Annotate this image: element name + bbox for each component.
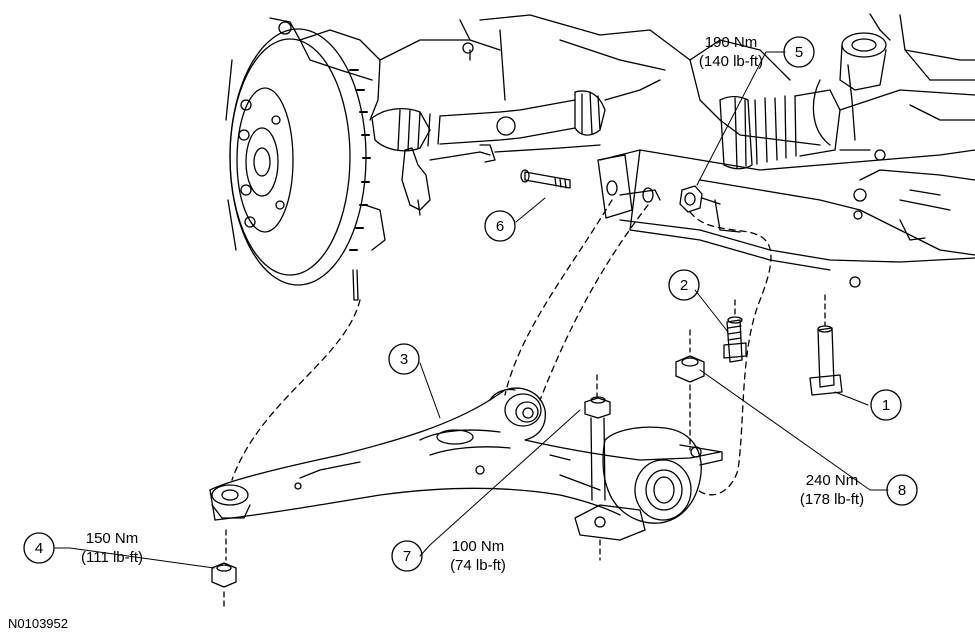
callout-4-number: 4: [35, 540, 43, 557]
nut-4: [211, 529, 237, 611]
callout-7-number: 7: [403, 548, 411, 565]
alignment-lines: [231, 199, 772, 496]
rear-bushing: [574, 426, 723, 561]
callout-circles: [23, 36, 918, 572]
labels: 1 2 3 4 5 6 7 8 190 Nm (140 lb-ft) 150 N…: [8, 34, 906, 631]
figure-code: N0103952: [8, 616, 68, 631]
torque-8-lbft: (178 lb-ft): [800, 491, 864, 508]
torque-5-nm: 190 Nm: [705, 34, 758, 51]
callout-3-number: 3: [400, 351, 408, 368]
bolt-2: [723, 299, 747, 363]
leader-lines: [54, 51, 889, 569]
callout-8-number: 8: [898, 482, 906, 499]
nut-5: [679, 185, 721, 213]
torque-7-nm: 100 Nm: [452, 538, 505, 555]
torque-7-lbft: (74 lb-ft): [450, 557, 506, 574]
bolt-7: [584, 374, 611, 501]
callout-6-number: 6: [496, 218, 504, 235]
knuckle-upper: [269, 17, 501, 121]
bolt-6: [520, 169, 571, 189]
bolt-1: [809, 294, 843, 396]
torque-4-nm: 150 Nm: [86, 530, 139, 547]
callout-2-number: 2: [680, 277, 688, 294]
torque-4-lbft: (111 lb-ft): [81, 549, 143, 566]
lower-control-arm: [209, 387, 721, 521]
brake-rotor: [225, 28, 386, 301]
subframe: [599, 149, 975, 288]
crossmember-upper: [479, 14, 821, 146]
callout-5-number: 5: [795, 44, 803, 61]
torque-8-nm: 240 Nm: [806, 472, 859, 489]
driveshaft-cv: [371, 79, 661, 152]
torque-5-lbft: (140 lb-ft): [699, 53, 763, 70]
top-right-components: [839, 13, 975, 141]
tie-rod-end: [401, 144, 601, 216]
steering-rack: [719, 79, 901, 170]
callout-1-number: 1: [882, 397, 890, 414]
mounting-bracket: [597, 154, 661, 219]
